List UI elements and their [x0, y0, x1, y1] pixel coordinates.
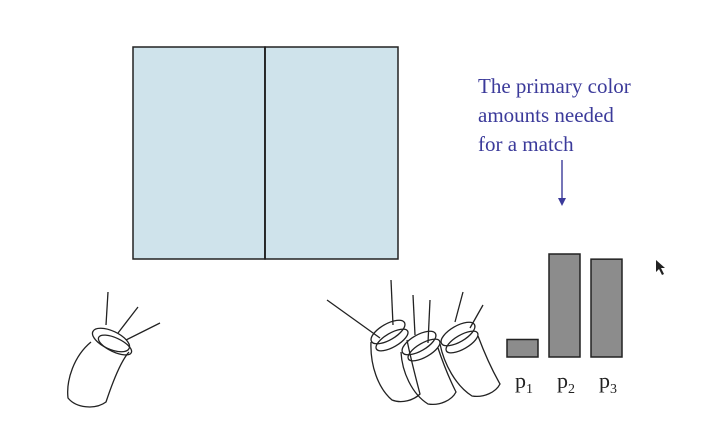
bar-label-p3: p3	[599, 368, 617, 397]
mouse-cursor-icon	[656, 260, 665, 275]
caption-line-1: The primary color	[478, 74, 631, 98]
caption-text: The primary color amounts needed for a m…	[478, 72, 631, 159]
field-right-half	[264, 46, 399, 260]
primary-amount-bars	[506, 253, 623, 358]
bar-p3	[590, 258, 623, 358]
bar-label-p2: p2	[557, 368, 575, 397]
bar-label-p1: p1	[515, 368, 533, 397]
primary-amount-labels: p1 p2 p3	[515, 368, 617, 397]
pointer-arrow	[558, 160, 566, 206]
caption-line-2: amounts needed	[478, 103, 614, 127]
bar-p2	[548, 253, 581, 358]
bar-p1	[506, 338, 539, 358]
test-lamp	[67, 291, 161, 408]
field-left-half	[132, 46, 266, 260]
primary-lamps	[326, 279, 501, 406]
caption-line-3: for a match	[478, 132, 574, 156]
bipartite-field	[132, 46, 399, 260]
